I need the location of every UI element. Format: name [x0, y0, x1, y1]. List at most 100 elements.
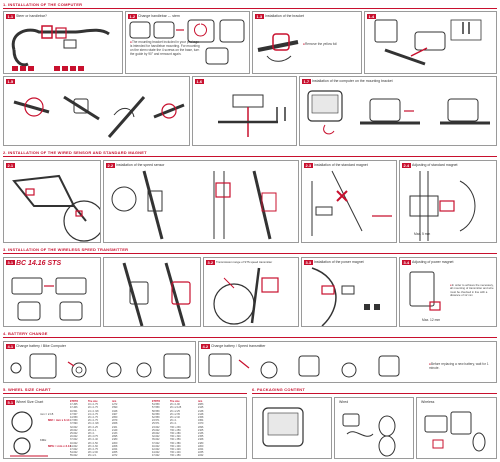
- table-cell: 2208: [112, 444, 118, 448]
- table-cell: 2224: [198, 448, 204, 452]
- max-distance-label: Max. 5 mm: [414, 232, 431, 236]
- panel-title: Wheel Size Chart: [16, 400, 44, 404]
- speed-sensor-illustration: [111, 170, 277, 240]
- table-cell: 2235: [198, 451, 204, 455]
- table-cell: 1948: [112, 409, 118, 413]
- panel-title: Installation of the standard magnet: [314, 163, 368, 167]
- table-cell: 44-622: [152, 451, 160, 455]
- bike-frame-illustration: [12, 174, 100, 242]
- panel-3-1b: [103, 257, 201, 327]
- table-cell: 57-559: [152, 406, 160, 410]
- table-cell: 47-622: [70, 448, 78, 452]
- table-cell: 2105: [198, 428, 204, 432]
- table-cell: 700 x 44C: [170, 451, 181, 455]
- table-cell: 2068: [112, 422, 118, 426]
- panel-2-4: 2.4 Adjusting of standard magnet Max. 5 …: [399, 160, 497, 243]
- step-badge: 4.2: [201, 344, 210, 349]
- table-cell: 44-559: [70, 416, 78, 420]
- table-cell: 32-622: [152, 435, 160, 439]
- computer-mount-illustration: [307, 90, 490, 135]
- formula-label-3: KMH: [40, 438, 47, 442]
- table-cell: 28-622: [152, 432, 160, 436]
- table-cell: 2265: [112, 451, 118, 455]
- panel-6-2: Wired: [334, 397, 414, 459]
- table-cell: 2200: [112, 441, 118, 445]
- table-cell: 26 x 2.40: [170, 416, 180, 420]
- table-cell: 26 x 1: [170, 422, 177, 426]
- section-3-header: 3. INSTALLATION OF THE WIRELESS SPEED TR…: [3, 247, 497, 254]
- table-cell: 23-622: [152, 425, 160, 429]
- power-magnet-adjust-illustration: [409, 271, 441, 311]
- battery-change-computer-illustration: [10, 353, 191, 379]
- battery-change-transmitter-illustration: [208, 353, 400, 379]
- panel-title: Adjusting of power magnet: [412, 260, 454, 264]
- panel-title: Installation of the power magnet: [314, 260, 364, 264]
- tighten-strap-illustration: [218, 94, 286, 137]
- table-cell: 700 x 35C: [170, 438, 181, 442]
- panel-2-3: 2.3 Installation of the standard magnet: [301, 160, 397, 243]
- table-cell: 2168: [198, 438, 204, 442]
- panel-title: Wireless: [421, 400, 435, 404]
- table-cell: 2083: [198, 403, 204, 407]
- mount-detail-illustration: [374, 19, 482, 66]
- panel-3-1: 3.1 BC 14.16 STS: [3, 257, 101, 327]
- table-cell: 2285: [112, 458, 117, 459]
- table-cell: 25-622: [70, 432, 78, 436]
- table-header: mm: [112, 400, 117, 403]
- panel-1-4: 1.4: [364, 11, 497, 74]
- table-cell: 700 x 42C: [170, 448, 181, 452]
- table-cell: 32-622: [70, 425, 78, 429]
- table-cell: 28 x 1.25: [88, 425, 98, 429]
- panel-1-2: 1.2 Change handlebar ↔ stem The mounting…: [125, 11, 250, 74]
- transmitter-parts-illustration: [11, 277, 87, 321]
- table-cell: 55-622: [70, 454, 78, 458]
- max-distance-label: Max. 12 mm: [422, 318, 441, 322]
- table-cell: 54-559: [152, 403, 160, 407]
- step-badge: 1.6: [195, 79, 204, 84]
- table-cell: 28-622: [70, 428, 78, 432]
- panel-note: Remove the yellow foil: [303, 42, 358, 46]
- panel-title: Installation of the speed sensor: [116, 163, 165, 167]
- table-cell: 60-559: [152, 412, 160, 416]
- section-4-header: 4. BATTERY CHANGE: [3, 331, 497, 338]
- table-header: Tire size: [88, 400, 98, 403]
- table-cell: 62-559: [152, 416, 160, 420]
- table-cell: 1907: [112, 412, 118, 416]
- table-cell: 47-559: [70, 419, 78, 423]
- panel-6-1: [252, 397, 332, 459]
- wired-kit-illustration: [342, 413, 396, 457]
- table-header: mm: [198, 400, 203, 403]
- transmission-range-illustration: [213, 267, 279, 325]
- formula-label-2: MM = mm x 3.14: [48, 418, 70, 422]
- table-cell: 20 x 1.75: [88, 406, 98, 410]
- table-cell: 700 x 32C: [170, 435, 181, 439]
- wireless-kit-illustration: [424, 411, 486, 452]
- step-badge: 2.1: [6, 163, 15, 168]
- step-badge: 1.2: [128, 14, 137, 19]
- table-cell: 56-622: [70, 458, 78, 459]
- table-cell: 2096: [198, 425, 204, 429]
- table-cell: 35-622: [152, 438, 160, 442]
- wheel-measure-illustration: [10, 411, 48, 457]
- panel-title: Change handlebar ↔ stem: [138, 14, 180, 18]
- table-cell: 700 x 45C: [170, 454, 181, 458]
- section-5-header: 5. WHEEL SIZE CHART: [3, 387, 247, 394]
- table-cell: 29 x 2.2: [88, 458, 99, 459]
- table-cell: 2133: [112, 432, 118, 436]
- table-cell: 37-590: [70, 422, 78, 426]
- panel-1-7: 1.7 Installation of the computer on the …: [299, 76, 497, 146]
- table-cell: 2224: [112, 448, 118, 452]
- table-cell: 2148: [198, 412, 204, 416]
- handlebar-illustration: [11, 25, 110, 71]
- panel-1-6: 1.6: [192, 76, 297, 146]
- table-cell: 54-622: [70, 451, 78, 455]
- table-cell: 20-622: [70, 435, 78, 439]
- table-cell: 50-622: [152, 458, 160, 459]
- table-cell: 23-571: [152, 419, 160, 423]
- bracket-mount-illustration: [257, 33, 299, 62]
